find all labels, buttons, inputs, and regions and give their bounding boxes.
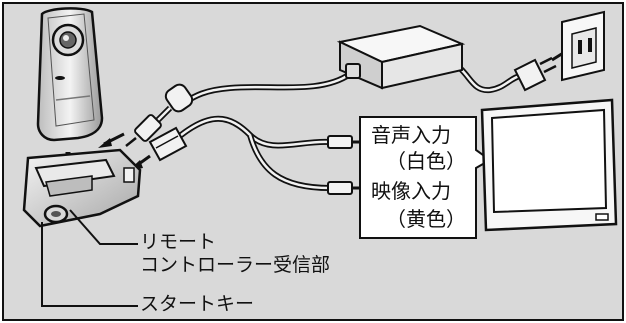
charging-cradle xyxy=(22,148,142,228)
television xyxy=(480,98,618,232)
label-start-key: スタートキー xyxy=(140,293,255,315)
leader-start xyxy=(41,222,138,307)
camera-phone xyxy=(36,7,104,142)
label-remote-line2: コントローラー受信部 xyxy=(140,254,331,276)
label-audio-input: 音声入力 xyxy=(371,123,451,147)
label-video-input: 映像入力 xyxy=(371,179,451,203)
leader-remote xyxy=(69,209,138,245)
wall-outlet xyxy=(561,10,605,82)
ferrite-core xyxy=(164,83,194,113)
label-audio-color: （白色） xyxy=(386,149,466,173)
rca-plug-video xyxy=(327,181,362,195)
dc-plug xyxy=(125,114,162,147)
av-connector xyxy=(148,126,188,162)
label-remote-line1: リモート xyxy=(140,231,217,253)
ac-adapter xyxy=(336,24,466,90)
ac-plug xyxy=(513,56,557,92)
label-video-color: （黄色） xyxy=(386,207,466,231)
